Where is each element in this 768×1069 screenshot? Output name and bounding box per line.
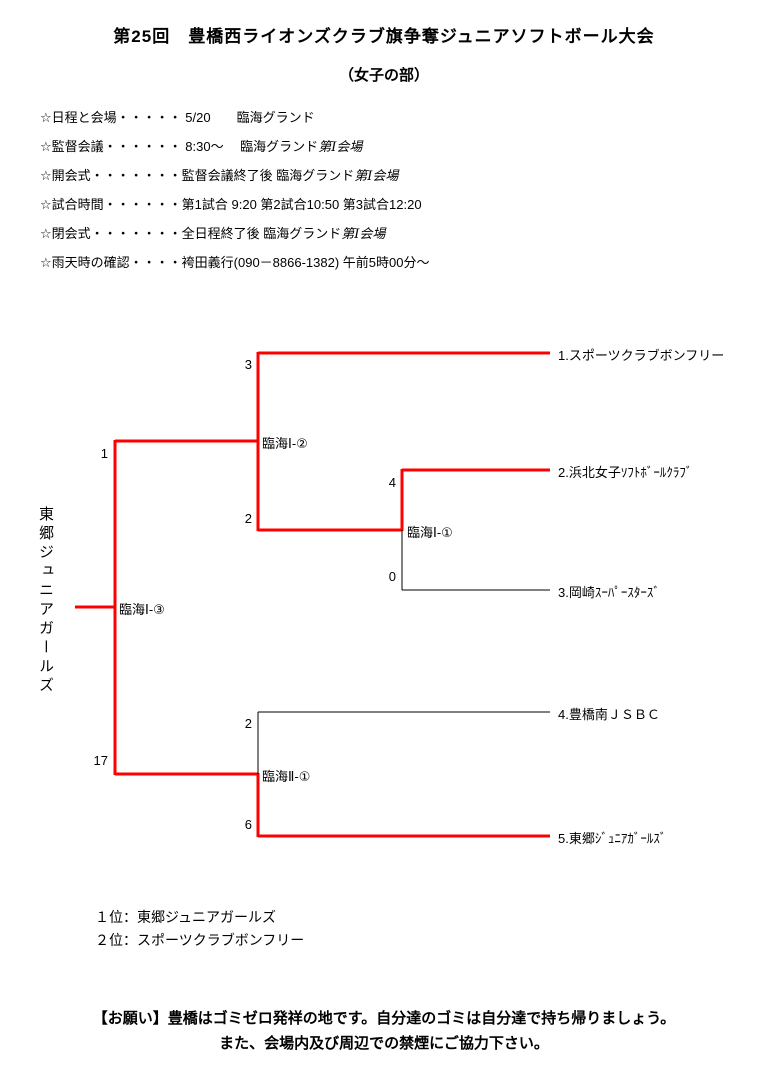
champion-name-vertical: 東郷ジュニアガールズ [37, 506, 54, 696]
info-line-rain-contact: ☆雨天時の確認・・・・袴田義行(090－8866-1382) 午前5時00分～ [40, 248, 429, 277]
info-text-italic: 第Ⅰ会場 [354, 168, 399, 183]
result-first-place: １位：東郷ジュニアガールズ [95, 909, 277, 925]
info-text: ☆開会式・・・・・・・監督会議終了後 臨海グランド [40, 168, 355, 183]
team-name-3: 3.岡崎ｽｰﾊﾟｰｽﾀｰｽﾞ [558, 585, 660, 600]
team-name-1: 1.スポーツクラブボンフリー [558, 348, 725, 363]
info-text-italic: 第Ⅰ会場 [318, 139, 363, 154]
match-label-rinkai-I-1: 臨海Ⅰ-① [407, 525, 453, 540]
info-section: ☆日程と会場・・・・・ 5/20 臨海グランド ☆監督会議・・・・・・ 8:30… [40, 103, 429, 277]
info-line-managers-meeting: ☆監督会議・・・・・・ 8:30～ 臨海グランド第Ⅰ会場 [40, 132, 429, 161]
score-rinkai-I-2-top: 3 [244, 357, 252, 372]
footer-notice: 【お願い】豊橋はゴミゼロ発祥の地です。自分達のゴミは自分達で持ち帰りましょう。 … [0, 1006, 768, 1056]
score-rinkai-I-2-bottom: 2 [244, 511, 252, 526]
score-final-bottom: 17 [93, 753, 108, 768]
info-text: ☆試合時間・・・・・・第1試合 9:20 第2試合10:50 第3試合12:20 [40, 197, 422, 212]
info-text: ☆雨天時の確認・・・・袴田義行(090－8866-1382) 午前5時00分～ [40, 255, 430, 270]
footer-line-1: 【お願い】豊橋はゴミゼロ発祥の地です。自分達のゴミは自分達で持ち帰りましょう。 [92, 1010, 676, 1027]
footer-line-2: また、会場内及び周辺での禁煙にご協力下さい。 [219, 1035, 549, 1052]
results-section: １位：東郷ジュニアガールズ ２位：スポーツクラブボンフリー [95, 906, 304, 952]
info-text: ☆閉会式・・・・・・・全日程終了後 臨海グランド [40, 226, 342, 241]
team-name-2: 2.浜北女子ｿﾌﾄﾎﾞｰﾙｸﾗﾌﾞ [558, 465, 693, 480]
score-rinkai-I-1-bottom: 0 [388, 569, 396, 584]
info-line-game-times: ☆試合時間・・・・・・第1試合 9:20 第2試合10:50 第3試合12:20 [40, 190, 429, 219]
score-final-top: 1 [100, 446, 108, 461]
info-line-opening-ceremony: ☆開会式・・・・・・・監督会議終了後 臨海グランド第Ⅰ会場 [40, 161, 429, 190]
info-text: ☆日程と会場・・・・・ 5/20 臨海グランド [40, 110, 315, 125]
match-label-rinkai-I-3-final: 臨海Ⅰ-③ [119, 602, 165, 617]
score-rinkai-II-1-top: 2 [244, 716, 252, 731]
match-label-rinkai-II-1: 臨海Ⅱ-① [262, 769, 311, 784]
info-line-closing-ceremony: ☆閉会式・・・・・・・全日程終了後 臨海グランド第Ⅰ会場 [40, 219, 429, 248]
page-subtitle: （女子の部） [338, 67, 429, 84]
team-name-4: 4.豊橋南ＪＳＢＣ [558, 707, 660, 722]
info-line-schedule: ☆日程と会場・・・・・ 5/20 臨海グランド [40, 103, 429, 132]
score-rinkai-I-1-top: 4 [388, 475, 396, 490]
team-name-5: 5.東郷ｼﾞｭﾆｱｶﾞｰﾙｽﾞ [558, 831, 667, 846]
info-text-italic: 第Ⅰ会場 [341, 226, 386, 241]
result-second-place: ２位：スポーツクラブボンフリー [95, 932, 305, 948]
score-rinkai-II-1-bottom: 6 [244, 817, 252, 832]
info-text: ☆監督会議・・・・・・ 8:30～ 臨海グランド [40, 139, 319, 154]
match-label-rinkai-I-2: 臨海Ⅰ-② [262, 436, 308, 451]
page-title: 第25回 豊橋西ライオンズクラブ旗争奪ジュニアソフトボール大会 [113, 27, 655, 46]
